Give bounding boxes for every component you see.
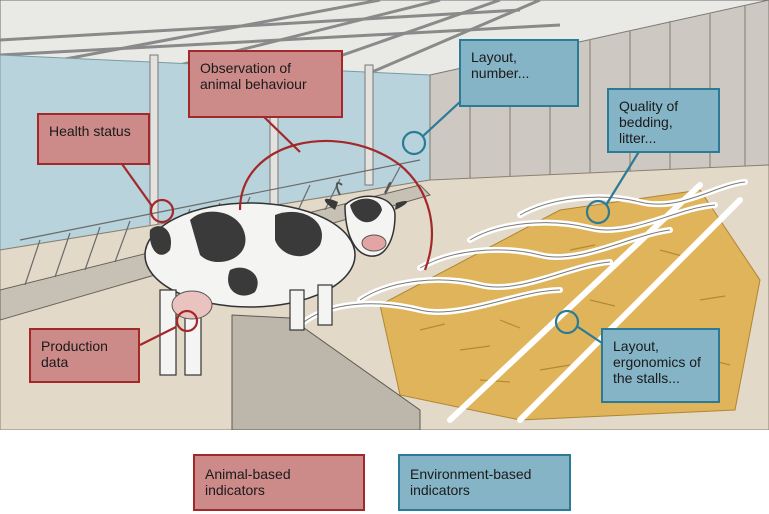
stall-divider-outline xyxy=(299,181,746,326)
legend-environment-text: Environment-based indicators xyxy=(410,466,532,498)
observation-callout: Observation of animal behaviour xyxy=(188,50,343,118)
production-callout-text: Production data xyxy=(41,338,108,370)
layout-number-callout-text: Layout, number... xyxy=(471,49,530,81)
legend-animal-text: Animal-based indicators xyxy=(205,466,291,498)
layout-marker-icon xyxy=(401,130,427,156)
health-callout-text: Health status xyxy=(49,123,131,139)
production-marker-icon xyxy=(175,309,199,333)
feed-fence xyxy=(19,159,421,286)
observation-callout-text: Observation of animal behaviour xyxy=(200,60,307,92)
observation-ring xyxy=(238,139,433,271)
stall-curb xyxy=(231,314,421,430)
layout-number-callout: Layout, number... xyxy=(459,39,579,107)
barn-pillar xyxy=(364,64,374,186)
stalls-callout: Layout, ergonomics of the stalls... xyxy=(601,328,720,403)
legend-environment-based: Environment-based indicators xyxy=(398,454,571,511)
stalls-callout-text: Layout, ergonomics of the stalls... xyxy=(613,338,701,386)
env-callout-connectors xyxy=(401,99,641,346)
bedding-marker-icon xyxy=(585,199,611,225)
health-marker-icon xyxy=(149,198,175,224)
legend-animal-based: Animal-based indicators xyxy=(193,454,365,511)
bedding-callout: Quality of bedding, litter... xyxy=(607,88,720,153)
animal-callout-connectors xyxy=(121,114,433,346)
production-callout: Production data xyxy=(29,328,140,383)
bedding-callout-text: Quality of bedding, litter... xyxy=(619,98,679,146)
cow-illustration xyxy=(144,181,408,376)
stalls-marker-icon xyxy=(554,309,580,335)
health-callout: Health status xyxy=(37,113,150,165)
